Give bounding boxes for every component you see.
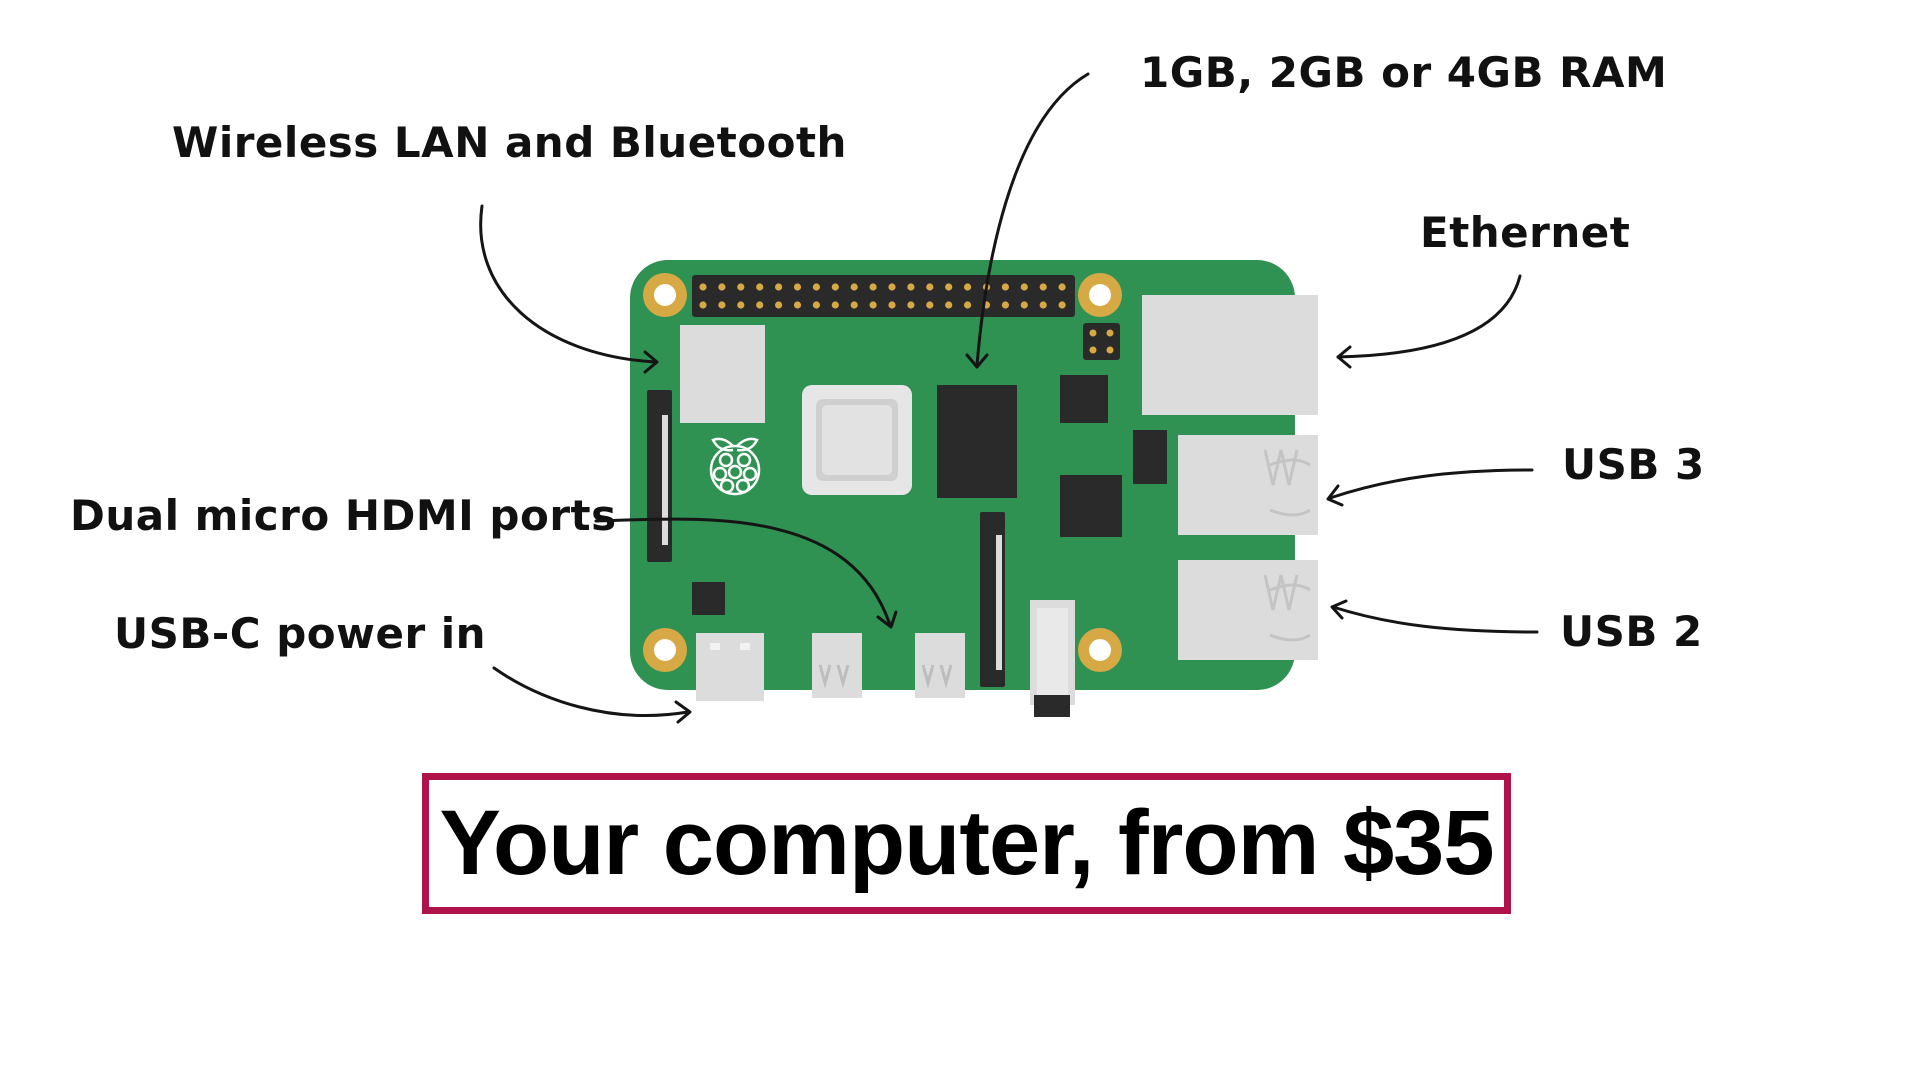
- gpio-pin: [1039, 301, 1047, 309]
- gpio-pin: [907, 301, 915, 309]
- gpio-pin: [737, 301, 745, 309]
- chip: [1133, 430, 1167, 484]
- arrow-wireless: [479, 204, 659, 374]
- gpio-pin: [831, 283, 839, 291]
- display-connector: [647, 390, 672, 562]
- arrow-ram: [965, 72, 1090, 369]
- audio-jack: [1030, 600, 1075, 717]
- gpio-pin: [1020, 283, 1028, 291]
- usb3-port: [1178, 435, 1318, 535]
- arrow-power: [492, 666, 692, 724]
- gpio-pin: [831, 301, 839, 309]
- gpio-pin: [1001, 301, 1010, 309]
- gpio-pin: [850, 301, 858, 309]
- gpio-pin: [775, 283, 783, 291]
- gpio-pin: [812, 301, 821, 309]
- gpio-pin: [907, 283, 915, 291]
- gpio-pin: [737, 283, 745, 291]
- label-usb2: USB 2: [1560, 607, 1703, 656]
- gpio-pin: [793, 283, 802, 291]
- camera-connector: [980, 512, 1005, 687]
- gpio-pin: [964, 283, 972, 291]
- gpio-pin: [926, 283, 934, 291]
- gpio-pin: [888, 301, 896, 309]
- ethernet-port: [1142, 295, 1318, 415]
- label-ram: 1GB, 2GB or 4GB RAM: [1140, 48, 1667, 97]
- arrow-usb2: [1330, 599, 1539, 634]
- ram-chip: [937, 385, 1017, 498]
- mounting-holes: [643, 273, 1122, 672]
- usb2-port: [1178, 560, 1318, 660]
- gpio-pin: [1039, 283, 1047, 291]
- gpio-pin: [869, 283, 877, 291]
- arrow-ethernet: [1336, 274, 1522, 369]
- gpio-pin: [850, 283, 858, 291]
- micro-hdmi-port: [812, 633, 862, 698]
- arrow-usb3: [1326, 468, 1534, 507]
- gpio-pin: [945, 283, 953, 291]
- gpio-pin: [964, 301, 972, 309]
- tagline-box: Your computer, from $35: [422, 773, 1511, 914]
- gpio-pin: [775, 301, 783, 309]
- chip: [1060, 375, 1108, 423]
- chip: [692, 582, 725, 615]
- label-usb3: USB 3: [1562, 440, 1705, 489]
- gpio-pin: [699, 283, 707, 291]
- gpio-pin: [699, 301, 707, 309]
- gpio-pin: [756, 301, 764, 309]
- gpio-pin: [718, 301, 726, 309]
- soc-chip: [802, 385, 912, 495]
- poe-header: [1083, 323, 1120, 360]
- gpio-pin: [926, 301, 934, 309]
- gpio-pin: [1058, 283, 1066, 291]
- gpio-pins: [699, 283, 1066, 309]
- gpio-pin: [945, 301, 953, 309]
- gpio-pin: [869, 301, 877, 309]
- label-wireless: Wireless LAN and Bluetooth: [172, 118, 847, 167]
- gpio-pin: [1001, 283, 1010, 291]
- gpio-pin: [888, 283, 896, 291]
- gpio-pin: [1058, 301, 1066, 309]
- raspberry-pi-board: [630, 260, 1318, 717]
- arrow-hdmi: [594, 517, 898, 629]
- gpio-pin: [793, 301, 802, 309]
- gpio-pin: [812, 283, 821, 291]
- raspberry-logo: [709, 437, 761, 496]
- tagline-text: Your computer, from $35: [439, 792, 1494, 894]
- chip: [1060, 475, 1122, 537]
- gpio-pin: [718, 283, 726, 291]
- gpio-header: [692, 275, 1075, 317]
- label-power: USB-C power in: [114, 609, 486, 658]
- label-hdmi: Dual micro HDMI ports: [70, 491, 617, 540]
- gpio-pin: [1020, 301, 1028, 309]
- label-ethernet: Ethernet: [1420, 208, 1630, 257]
- gpio-pin: [756, 283, 764, 291]
- usb-c-power-port: [696, 633, 764, 701]
- wireless-module: [680, 325, 765, 423]
- micro-hdmi-port: [915, 633, 965, 698]
